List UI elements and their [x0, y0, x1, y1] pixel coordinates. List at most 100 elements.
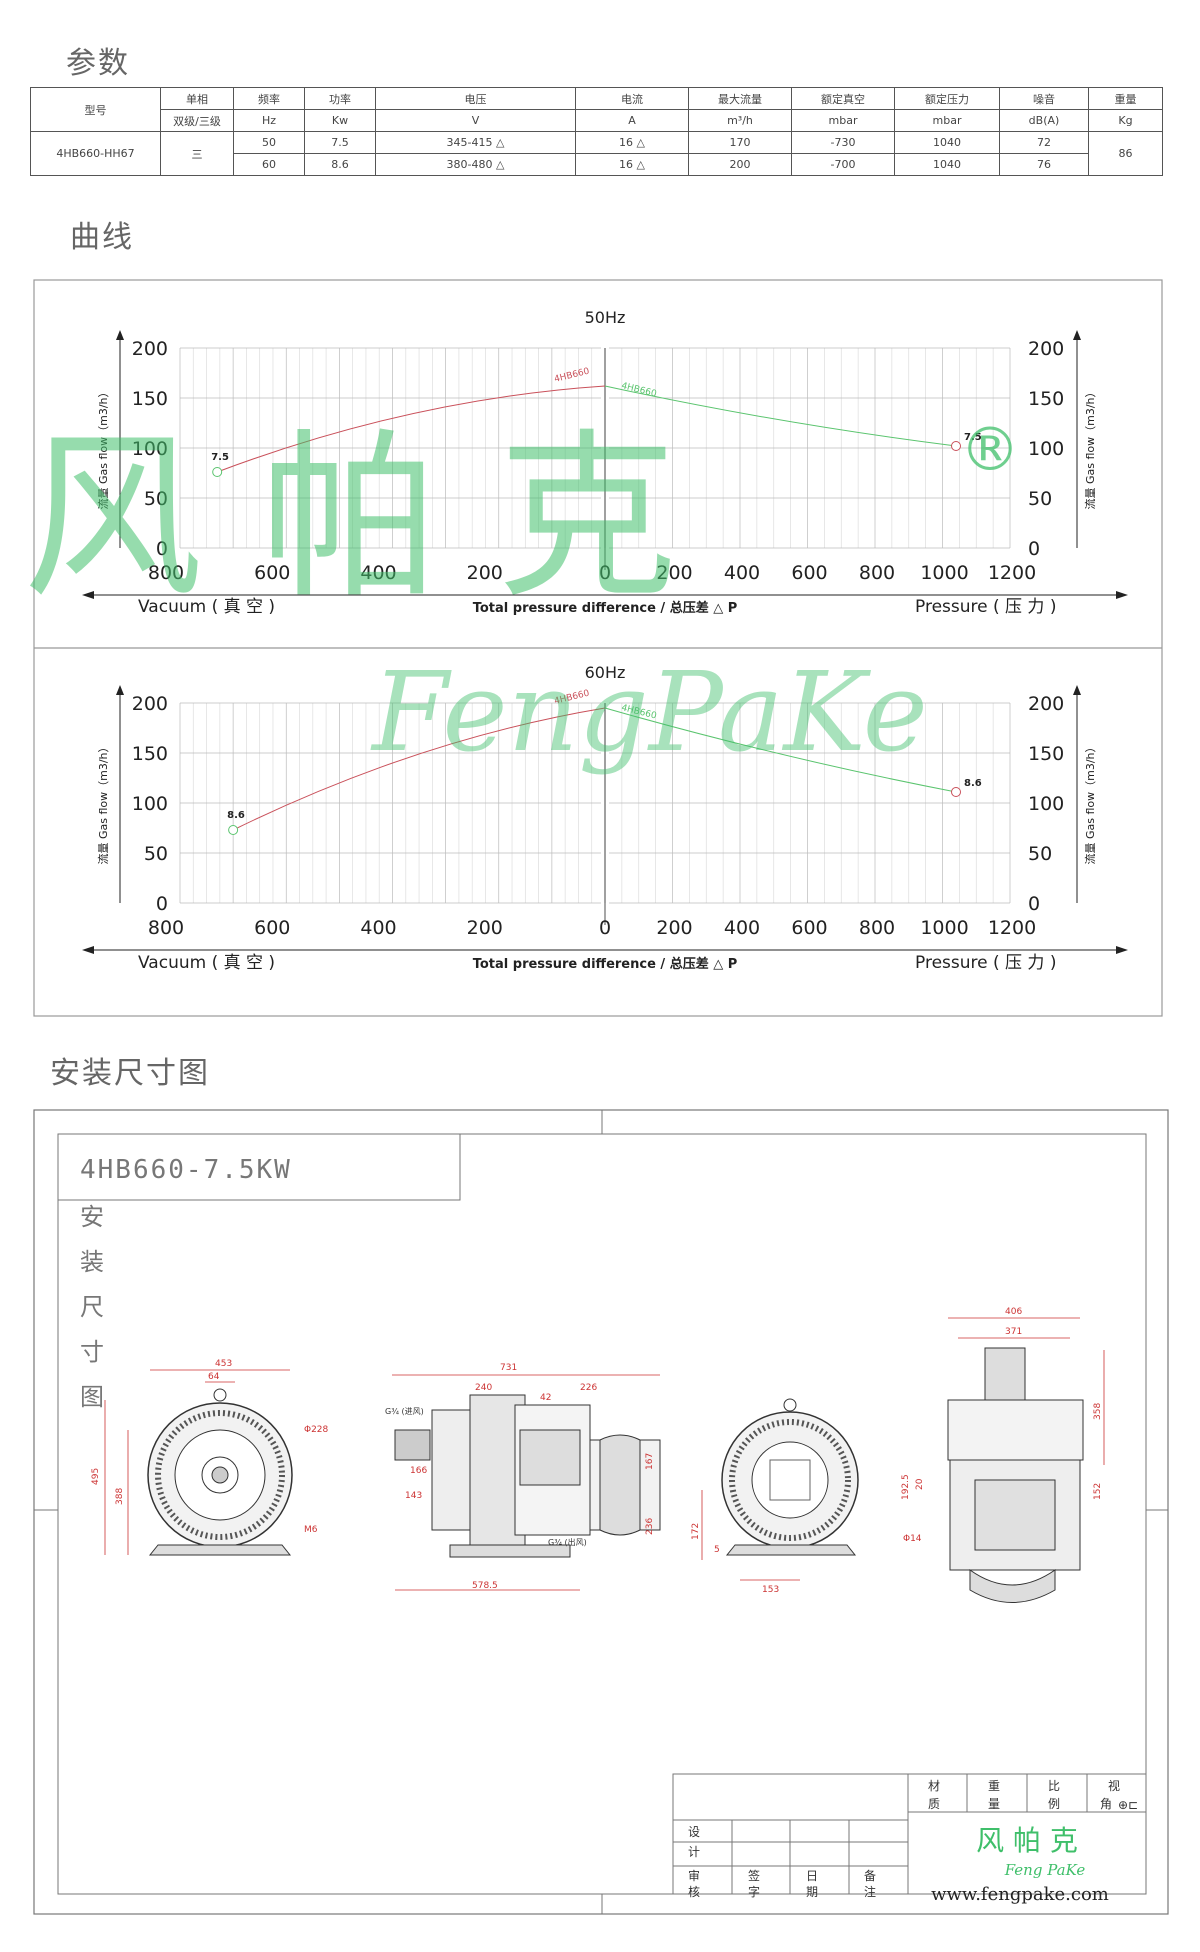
- x-tick-pressure: 1000: [920, 562, 968, 584]
- tb-cell: 备: [864, 1869, 876, 1883]
- dim-226: 226: [580, 1383, 597, 1393]
- params-section-title: 参数: [66, 46, 130, 81]
- install-section-title: 安装尺寸图: [50, 1056, 210, 1091]
- tb-cell: 计: [688, 1845, 700, 1859]
- table-cell: 380-480 △: [375, 153, 576, 176]
- x-tick-vacuum: 0: [599, 562, 611, 584]
- x-axis-arrow: [1116, 591, 1128, 599]
- vertical-char: 寸: [80, 1338, 104, 1366]
- model-header: 型号: [30, 87, 161, 132]
- rear-view: 172 5 153: [691, 1398, 859, 1595]
- dim-371: 371: [1005, 1327, 1022, 1337]
- table-cell: 1040: [894, 153, 1000, 176]
- dim-495: 495: [91, 1468, 101, 1485]
- x-tick-pressure: 400: [724, 917, 760, 939]
- vertical-char: 图: [80, 1383, 104, 1411]
- y-tick-left: 100: [132, 438, 168, 460]
- tb-cell: 材: [928, 1779, 940, 1793]
- dim-153: 153: [762, 1585, 779, 1595]
- weight-cell: 86: [1088, 131, 1163, 176]
- header-cell: 额定压力: [894, 87, 1000, 110]
- x-tick-pressure: 800: [859, 562, 895, 584]
- table-cell: 16 △: [575, 131, 689, 154]
- tb-cell: 字: [748, 1884, 760, 1899]
- curves-section-title: 曲线: [70, 220, 134, 255]
- vertical-label: 安 装 尺 寸 图: [80, 1203, 104, 1411]
- y-tick-right: 100: [1028, 438, 1064, 460]
- unit-cell: Kg: [1088, 109, 1163, 132]
- y-axis-arrow: [1073, 330, 1081, 340]
- dim-143: 143: [405, 1491, 422, 1501]
- table-cell: 60: [233, 153, 305, 176]
- tb-cell: 期: [806, 1885, 818, 1899]
- y-tick-left: 200: [132, 693, 168, 715]
- dim-192-5: 192.5: [901, 1474, 911, 1500]
- vertical-char: 安: [80, 1203, 104, 1231]
- pressure-series-line: [604, 707, 957, 793]
- y-tick-right: 50: [1028, 843, 1052, 865]
- x-tick-vacuum: 600: [254, 917, 290, 939]
- y-tick-left: 0: [156, 893, 168, 915]
- tb-url: www.fengpake.com: [931, 1884, 1109, 1905]
- header-cell: 噪音: [999, 87, 1089, 110]
- table-cell: -700: [791, 153, 895, 176]
- title-block: [672, 1773, 1147, 1895]
- y-tick-left: 150: [132, 743, 168, 765]
- projection-symbol: ⊕⊏: [1118, 1798, 1138, 1812]
- x-tick-vacuum: 0: [599, 917, 611, 939]
- y-tick-right: 50: [1028, 488, 1052, 510]
- vacuum-point-label: 7.5: [211, 452, 229, 463]
- x-tick-pressure: 200: [656, 562, 692, 584]
- x-tick-pressure: 1200: [988, 562, 1036, 584]
- x-axis-arrow: [82, 591, 94, 599]
- vacuum-end-point: [228, 825, 239, 835]
- pressure-point-label: 7.5: [964, 432, 982, 443]
- tb-cell: 日: [806, 1869, 818, 1883]
- y-label-right: 流量 Gas flow（m3/h）: [1083, 741, 1097, 864]
- watermark-en: FengPaKe: [370, 648, 928, 776]
- x-tick-vacuum: 800: [148, 917, 184, 939]
- side-view: 731 240 42 226 G¾ (进风) 166 143 167 236 G…: [385, 1363, 661, 1591]
- vacuum-point-label: 8.6: [227, 810, 245, 821]
- x-label-vacuum: Vacuum ( 真 空 ): [138, 953, 275, 973]
- dim-406: 406: [1005, 1307, 1022, 1317]
- header-cell: 额定真空: [791, 87, 895, 110]
- x-tick-pressure: 800: [859, 917, 895, 939]
- y-tick-right: 0: [1028, 538, 1040, 560]
- unit-cell: dB(A): [999, 109, 1089, 132]
- tb-cell: 例: [1048, 1797, 1060, 1811]
- dim-240: 240: [475, 1383, 492, 1393]
- y-label-left: 流量 Gas flow（m3/h）: [96, 741, 110, 864]
- dim-236: 236: [645, 1518, 655, 1535]
- table-cell: 76: [999, 153, 1089, 176]
- table-cell: 7.5: [304, 131, 376, 154]
- phase-cell: 三: [160, 131, 234, 176]
- y-label-right: 流量 Gas flow（m3/h）: [1083, 386, 1097, 509]
- dim-167: 167: [645, 1453, 655, 1470]
- y-tick-left: 50: [144, 843, 168, 865]
- x-tick-pressure: 600: [791, 562, 827, 584]
- y-tick-left: 200: [132, 338, 168, 360]
- x-label-pressure: Pressure ( 压 力 ): [915, 597, 1056, 617]
- x-tick-vacuum: 400: [360, 562, 396, 584]
- table-cell: 200: [688, 153, 792, 176]
- tb-cell: 重: [988, 1779, 1000, 1793]
- y-tick-right: 200: [1028, 693, 1064, 715]
- dim-64: 64: [208, 1372, 220, 1382]
- x-tick-pressure: 400: [724, 562, 760, 584]
- dim-42: 42: [540, 1393, 551, 1403]
- vertical-char: 尺: [80, 1293, 104, 1321]
- y-tick-right: 100: [1028, 793, 1064, 815]
- drawing-model-title: 4HB660-7.5KW: [80, 1155, 292, 1185]
- dim-578-5: 578.5: [472, 1581, 498, 1591]
- dim-731: 731: [500, 1363, 517, 1373]
- tb-cell: 核: [688, 1885, 700, 1899]
- tb-cell: 审: [688, 1868, 700, 1883]
- x-tick-vacuum: 400: [360, 917, 396, 939]
- vacuum-series-name: 4HB660: [553, 366, 590, 384]
- x-tick-pressure: 200: [656, 917, 692, 939]
- tb-cell: 视: [1108, 1778, 1120, 1793]
- vertical-char: 装: [80, 1248, 104, 1276]
